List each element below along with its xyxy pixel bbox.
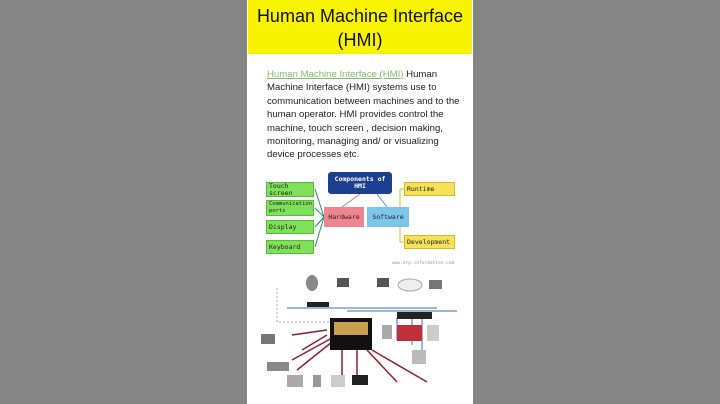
database-icon <box>306 275 318 291</box>
description: Human Machine Interface (HMI) Human Mach… <box>267 68 469 162</box>
hardware-box: Hardware <box>324 207 364 227</box>
communication-ports-box: Communication ports <box>266 200 314 216</box>
network-diagram <box>261 275 457 387</box>
components-root-box: Components of HMI <box>328 172 392 194</box>
hmi-link[interactable]: Human Machine Interface (HMI) <box>267 69 404 80</box>
description-text: Human Machine Interface (HMI) systems us… <box>267 69 460 161</box>
keyboard-box: Keyboard <box>266 240 314 254</box>
title-line-2: (HMI) <box>337 30 383 50</box>
runtime-box: Runtime <box>404 182 455 196</box>
cloud-icon <box>397 278 423 292</box>
touch-screen-box: Touch screen <box>266 182 314 197</box>
software-box: Software <box>367 207 409 227</box>
title-line-1: Human Machine Interface <box>256 6 464 26</box>
switch-right <box>397 312 432 319</box>
switch-left <box>307 302 329 307</box>
controller-device <box>397 325 422 341</box>
display-box: Display <box>266 220 314 234</box>
development-box: Development <box>404 235 455 249</box>
title-banner: Human Machine Interface (HMI) <box>248 0 472 54</box>
watermark: www.erp-information.com <box>392 261 455 266</box>
content-panel: Human Machine Interface (HMI) Human Mach… <box>247 0 473 404</box>
monitor-icon <box>337 278 349 287</box>
